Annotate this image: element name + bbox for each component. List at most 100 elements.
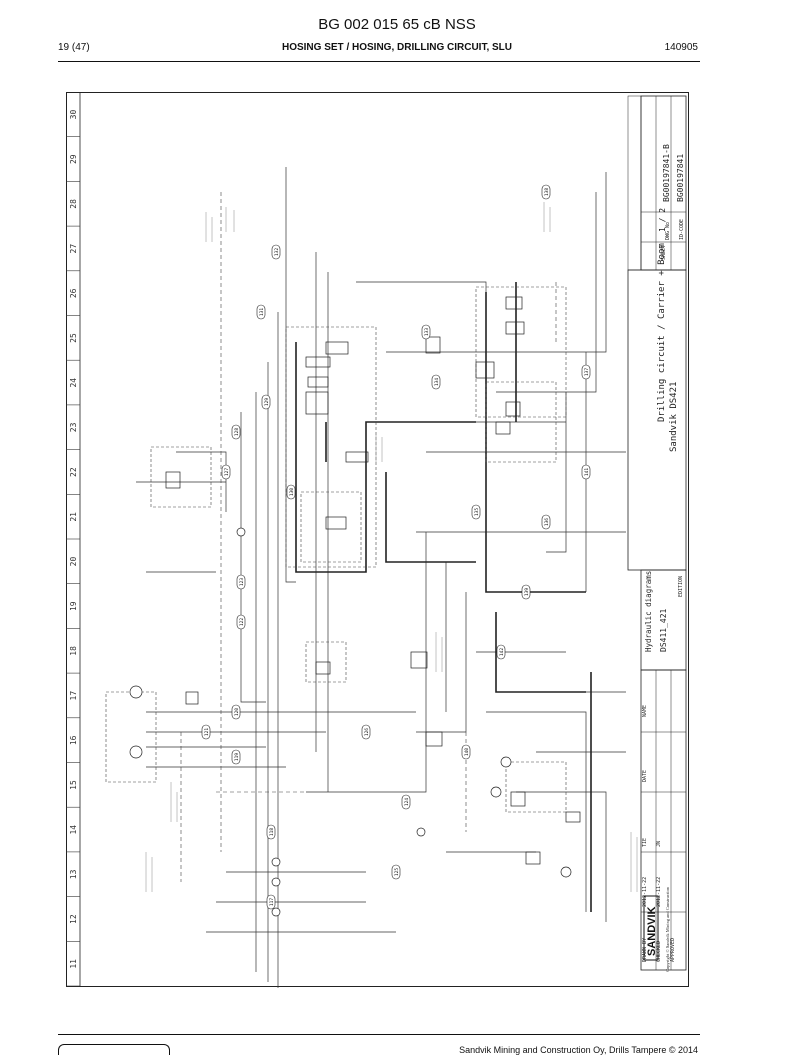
doc-code: DS411_421 bbox=[659, 608, 668, 652]
name-label: NAME bbox=[642, 705, 648, 717]
checked-date: 2012-11-22 bbox=[656, 877, 662, 907]
hose-label-bubble: 138 bbox=[541, 184, 551, 200]
copyright-text: Copyright © Sandvik Mining and Construct… bbox=[665, 886, 670, 972]
hose-label-text: 117 bbox=[269, 898, 275, 906]
checked-name: JN bbox=[656, 841, 662, 847]
drawn-date: 2012-11-22 bbox=[642, 877, 648, 907]
column-number: 28 bbox=[69, 199, 78, 209]
hose-label-bubble: 126 bbox=[361, 724, 371, 740]
hose-label-text: 122 bbox=[239, 618, 245, 626]
hose-label-bubble: 117 bbox=[266, 894, 276, 910]
hose-label-text: 119 bbox=[234, 753, 240, 761]
column-number: 18 bbox=[69, 646, 78, 656]
column-number: 30 bbox=[69, 110, 78, 120]
sheet-number: 1 / 2 bbox=[658, 208, 667, 232]
id-code: BG00197841 bbox=[676, 154, 685, 202]
hose-label-text: 142 bbox=[499, 648, 505, 656]
hose-label-text: 120 bbox=[234, 708, 240, 716]
pilot-lines bbox=[180, 192, 557, 882]
page-number: 19 (47) bbox=[58, 42, 90, 53]
hose-label-bubble: 128 bbox=[231, 424, 241, 440]
hose-label-text: 140 bbox=[464, 748, 470, 756]
hose-label-bubble: 142 bbox=[496, 644, 506, 660]
hose-label-text: 126 bbox=[364, 728, 370, 736]
hose-label-bubble: 137 bbox=[581, 364, 591, 380]
checked-label: CHECKED bbox=[656, 941, 662, 962]
doc-type: Hydraulic diagrams bbox=[644, 571, 653, 652]
hose-label-bubble: 133 bbox=[421, 324, 431, 340]
hose-label-bubble: 132 bbox=[271, 244, 281, 260]
hose-label-text: 125 bbox=[394, 868, 400, 876]
column-number: 15 bbox=[69, 780, 78, 790]
hose-label-bubble: 127 bbox=[221, 464, 231, 480]
hose-label-text: 135 bbox=[474, 508, 480, 516]
hose-label-bubble: 122 bbox=[236, 614, 246, 630]
hose-label-text: 132 bbox=[274, 248, 280, 256]
drawn-name: TIE bbox=[642, 838, 648, 847]
footer-rule bbox=[58, 1034, 700, 1035]
hose-label-text: 129 bbox=[264, 398, 270, 406]
column-number: 27 bbox=[69, 244, 78, 254]
header-rule bbox=[58, 61, 700, 62]
hose-label-bubble: 123 bbox=[236, 574, 246, 590]
column-number: 12 bbox=[69, 914, 78, 924]
hose-label-bubble: 119 bbox=[231, 749, 241, 765]
hose-label-text: 136 bbox=[544, 518, 550, 526]
column-number: 19 bbox=[69, 601, 78, 611]
valve-symbols bbox=[165, 296, 581, 865]
hose-label-bubble: 130 bbox=[286, 484, 296, 500]
hose-label-bubble: 121 bbox=[201, 724, 211, 740]
id-code-label: ID-CODE bbox=[679, 219, 685, 240]
column-number: 29 bbox=[69, 154, 78, 164]
component-boxes bbox=[105, 286, 567, 813]
hose-label-text: 141 bbox=[584, 468, 590, 476]
footer-logo-outline bbox=[58, 1044, 170, 1055]
hose-label-text: 124 bbox=[404, 798, 410, 806]
column-number: 23 bbox=[69, 422, 78, 432]
hose-label-text: 121 bbox=[204, 728, 210, 736]
hose-label-bubble: 118 bbox=[266, 824, 276, 840]
drawing-frame bbox=[66, 92, 689, 987]
column-number: 20 bbox=[69, 557, 78, 567]
hose-label-bubble: 134 bbox=[431, 374, 441, 390]
column-number: 22 bbox=[69, 467, 78, 477]
footer-text: Sandvik Mining and Construction Oy, Dril… bbox=[459, 1045, 698, 1055]
column-number: 25 bbox=[69, 333, 78, 343]
hose-labels: 1161171181191201211221231241251261271281… bbox=[201, 184, 591, 910]
hose-label-text: 133 bbox=[424, 328, 430, 336]
annotation-marks bbox=[145, 202, 638, 892]
column-number: 13 bbox=[69, 869, 78, 879]
drawn-label: DRAWN BY bbox=[642, 938, 648, 962]
column-number: 16 bbox=[69, 735, 78, 745]
hose-label-bubble: 131 bbox=[256, 304, 266, 320]
date-code: 140905 bbox=[664, 42, 698, 53]
hose-label-bubble: 136 bbox=[541, 514, 551, 530]
column-number: 26 bbox=[69, 288, 78, 298]
sheet-label: SHEET bbox=[661, 245, 667, 260]
hose-label-bubble: 141 bbox=[581, 464, 591, 480]
date-label: DATE bbox=[642, 770, 648, 782]
hose-label-text: 131 bbox=[259, 308, 265, 316]
column-number: 11 bbox=[69, 959, 78, 969]
hose-label-text: 123 bbox=[239, 578, 245, 586]
hydraulic-lines bbox=[136, 167, 626, 988]
diagram-subject: Drilling circuit / Carrier + Boom bbox=[657, 243, 667, 422]
hose-label-text: 127 bbox=[224, 468, 230, 476]
hose-label-bubble: 125 bbox=[391, 864, 401, 880]
column-number: 17 bbox=[69, 691, 78, 701]
column-number: 24 bbox=[69, 378, 78, 388]
sandvik-logo-box bbox=[643, 895, 659, 961]
hose-label-bubble: 129 bbox=[261, 394, 271, 410]
dwg-number: BG00197841-B bbox=[662, 144, 671, 202]
hydraulic-diagram: 1112131415161718192021222324252627282930… bbox=[66, 92, 689, 988]
column-number: 14 bbox=[69, 825, 78, 835]
title-block bbox=[627, 95, 687, 971]
hose-label-text: 130 bbox=[289, 488, 295, 496]
column-ticks bbox=[66, 136, 80, 987]
hose-label-bubble: 139 bbox=[521, 584, 531, 600]
hose-label-text: 134 bbox=[434, 378, 440, 386]
hose-label-text: 128 bbox=[234, 428, 240, 436]
hose-label-bubble: 124 bbox=[401, 794, 411, 810]
sandvik-logo-text: SANDVIK bbox=[646, 906, 658, 956]
